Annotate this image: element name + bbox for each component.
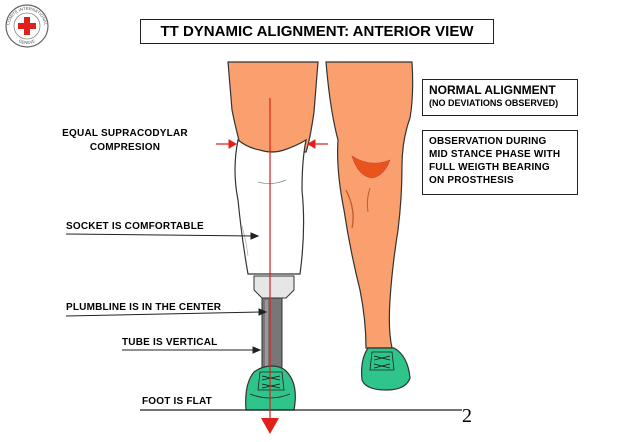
pylon-adapter xyxy=(253,275,295,299)
arrow-icon xyxy=(65,232,268,354)
observation-line: OBSERVATION DURING xyxy=(429,136,547,147)
page-number: 2 xyxy=(462,405,472,427)
icrc-logo: COMITÉ INTERNATIONAL GENEVE xyxy=(5,4,49,48)
tube-label: TUBE IS VERTICAL xyxy=(122,337,218,348)
plumb-bob-icon xyxy=(261,418,279,434)
logo-bottom-text: GENEVE xyxy=(18,38,36,45)
normal-alignment-title: NORMAL ALIGNMENT xyxy=(429,83,556,97)
supracondylar-line-2: COMPRESION xyxy=(89,142,161,153)
kneecap xyxy=(351,155,391,179)
red-cross-icon xyxy=(18,17,36,35)
compression-arrows xyxy=(216,139,328,149)
observation-line: ON PROSTHESIS xyxy=(429,175,514,186)
right-shoe xyxy=(361,347,411,391)
right-leg xyxy=(325,61,414,349)
socket-label: SOCKET IS COMFORTABLE xyxy=(66,221,204,232)
normal-alignment-box: NORMAL ALIGNMENT (NO DEVIATIONS OBSERVED… xyxy=(422,79,578,116)
foot-label: FOOT IS FLAT xyxy=(142,396,212,407)
supracondylar-line-1: EQUAL SUPRACODYLAR xyxy=(62,128,188,139)
observation-box: OBSERVATION DURING MID STANCE PHASE WITH… xyxy=(422,130,578,195)
observation-line: MID STANCE PHASE WITH xyxy=(429,149,561,160)
normal-alignment-subtitle: (NO DEVIATIONS OBSERVED) xyxy=(429,98,559,108)
plumbline-label: PLUMBLINE IS IN THE CENTER xyxy=(66,302,222,313)
left-thigh xyxy=(227,61,319,153)
supracondylar-label: EQUAL SUPRACODYLAR COMPRESION xyxy=(62,127,188,155)
slide-title: TT DYNAMIC ALIGNMENT: ANTERIOR VIEW xyxy=(140,19,494,44)
observation-line: FULL WEIGTH BEARING xyxy=(429,162,550,173)
